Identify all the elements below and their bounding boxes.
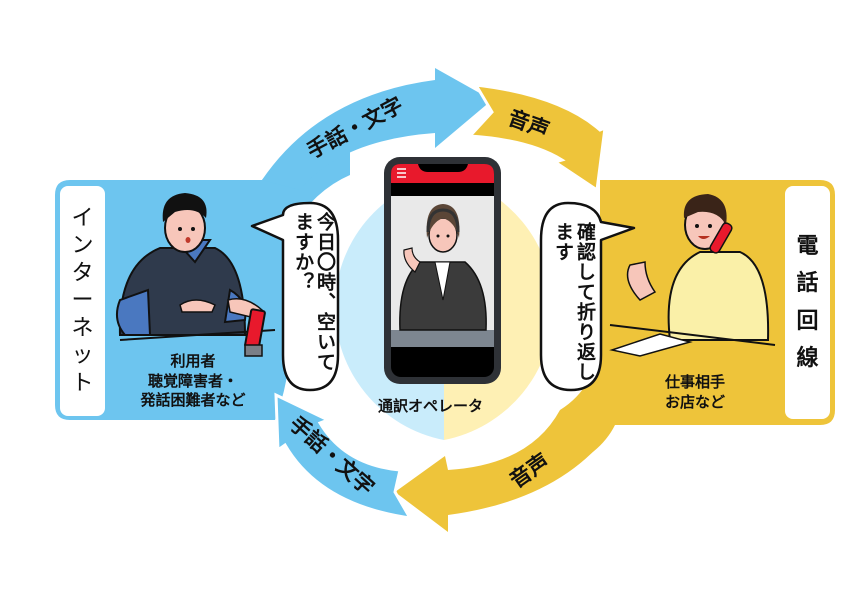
phone-line-label-char: 線 <box>796 345 819 371</box>
internet-label-char: イ <box>71 205 94 231</box>
phone-line-label-char: 回 <box>796 308 819 334</box>
internet-label-char: タ <box>71 260 94 286</box>
user-caption-title: 利用者 <box>170 352 216 370</box>
user-caption-line1: 聴覚障害者・ <box>147 371 238 390</box>
user-caption: 利用者 聴覚障害者・ 発話困難者など <box>108 352 278 411</box>
partner-caption-line2: お店など <box>664 392 725 411</box>
internet-label-char: ト <box>71 370 94 396</box>
internet-label-char: ン <box>71 233 94 259</box>
partner-caption: 仕事相手 お店など <box>640 373 750 412</box>
arrow-bottom-yellow <box>395 410 612 532</box>
arrow-bottom-blue <box>274 392 413 520</box>
user-caption-line2: 発話困難者など <box>140 391 246 409</box>
left-bubble-text: 今日〇時、空いてますか？ <box>292 212 336 372</box>
internet-label: イ ン タ ー ネ ッ ト <box>60 188 105 414</box>
left-speech-bubble <box>250 201 340 392</box>
phone-line-label-char: 電 <box>796 233 819 259</box>
right-bubble-text: 確認して折り返します <box>552 222 596 382</box>
hamburger-menu-icon[interactable] <box>397 168 406 178</box>
phone-line-label: 電 話 回 線 <box>785 188 830 417</box>
arrow-top-blue <box>262 68 492 190</box>
smartphone <box>384 157 501 384</box>
phone-line-label-char: 話 <box>796 271 819 297</box>
business-partner-illustration <box>609 194 776 357</box>
internet-label-char: ネ <box>71 315 94 341</box>
right-speech-bubble <box>539 201 636 392</box>
operator-caption: 通訳オペレータ <box>378 397 484 415</box>
internet-label-char: ー <box>71 288 94 314</box>
user-illustration <box>115 193 276 357</box>
arrow-top-yellow <box>466 83 607 193</box>
partner-caption-line1: 仕事相手 <box>664 373 725 391</box>
internet-label-char: ッ <box>71 343 94 369</box>
